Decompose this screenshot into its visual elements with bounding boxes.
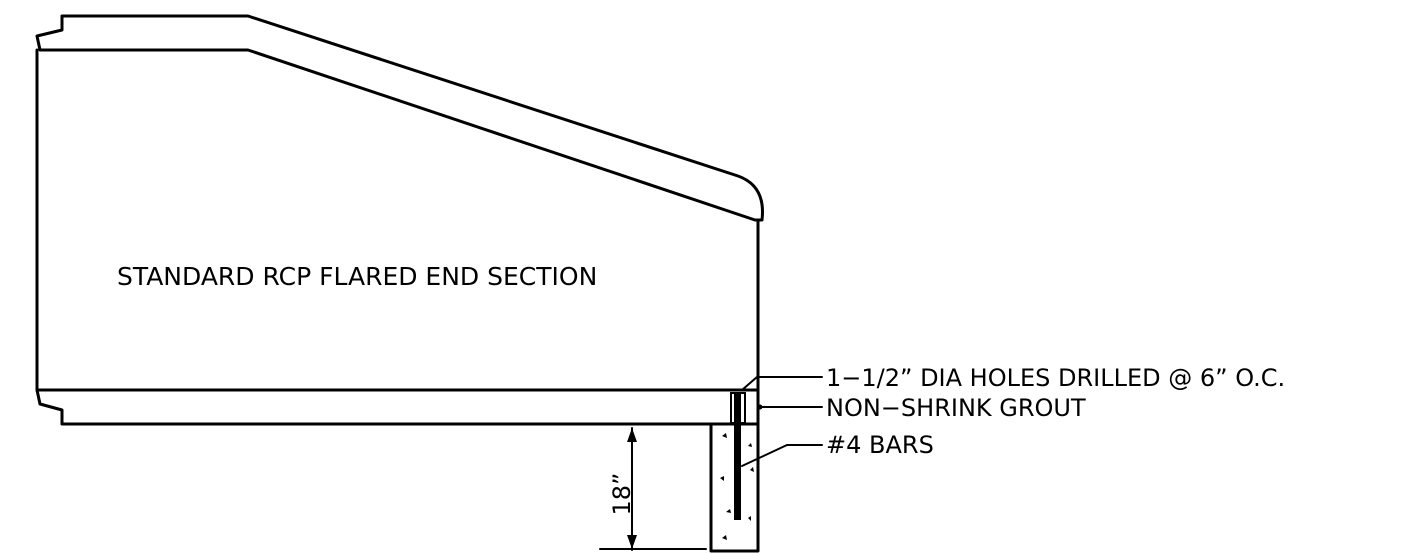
leader-grout-dot: [757, 404, 763, 410]
leader-holes: [741, 376, 823, 391]
rebar: [734, 392, 741, 520]
leader-bars: [741, 444, 823, 467]
callout-holes: 1−1/2” DIA HOLES DRILLED @ 6” O.C.: [826, 364, 1285, 392]
callout-bars: #4 BARS: [826, 431, 934, 459]
dimension-label: 18”: [608, 473, 636, 516]
dimension-18: [599, 427, 707, 551]
toe-wall-aggregate: [720, 433, 754, 540]
main-label: STANDARD RCP FLARED END SECTION: [117, 262, 597, 291]
callout-grout: NON−SHRINK GROUT: [826, 394, 1086, 422]
bottom-slab: [35, 388, 760, 426]
top-slab: [35, 14, 764, 222]
